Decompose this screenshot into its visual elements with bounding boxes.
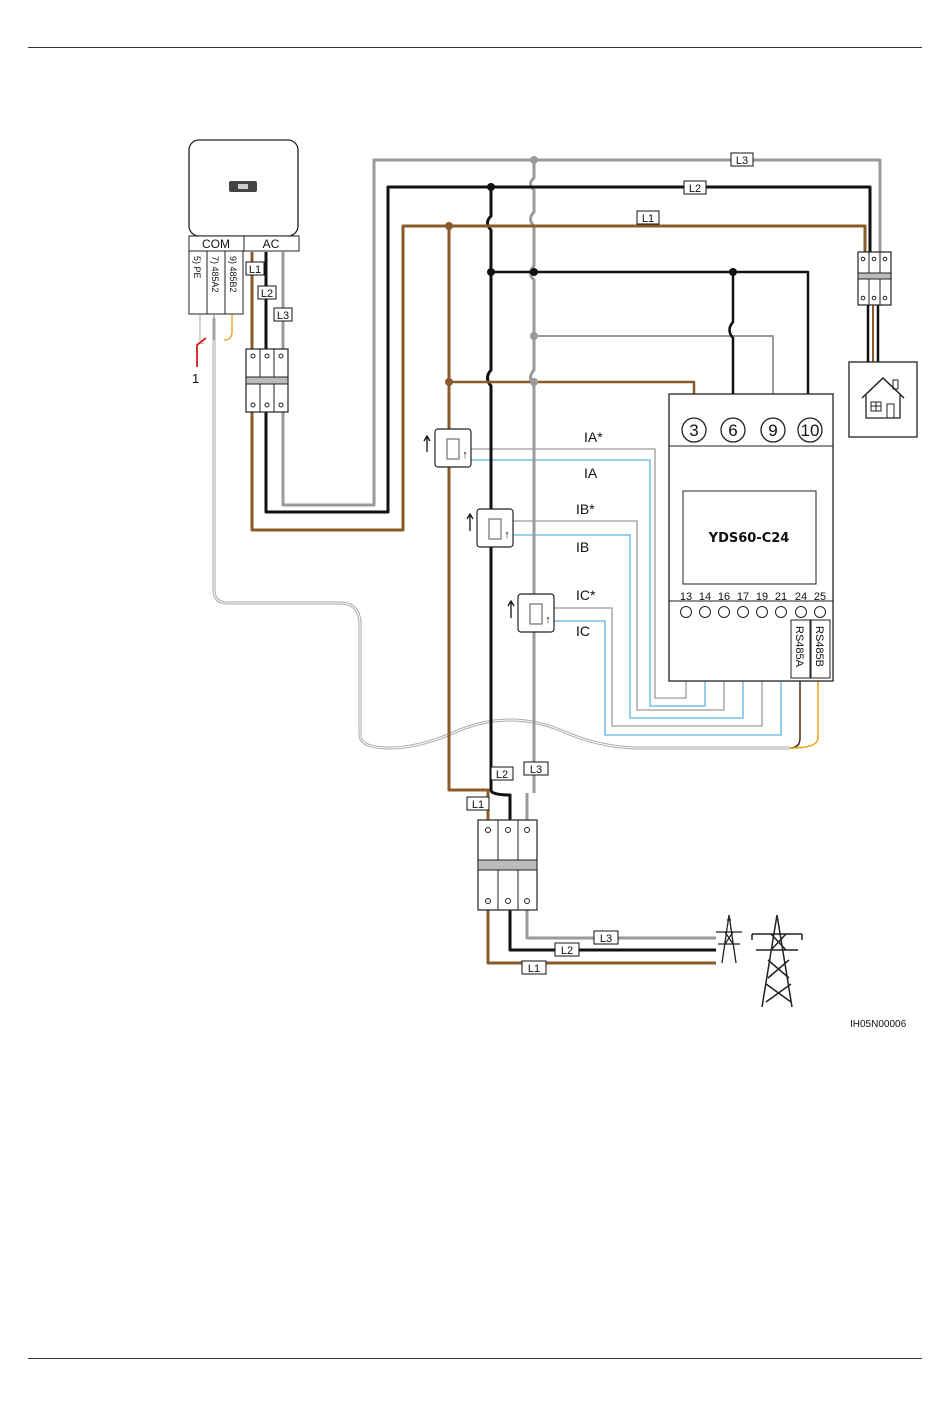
tag-l1-grid: L1 (472, 799, 484, 811)
terminal-3: 3 (689, 421, 698, 440)
com-pin-485b2: 9) 485B2 (228, 256, 238, 293)
figure-id: IH05N00006 (850, 1019, 906, 1030)
tag-l2-bottom: L2 (561, 945, 573, 957)
tag-l2-grid: L2 (496, 769, 508, 781)
terminal-9: 9 (768, 421, 777, 440)
com-label: COM (202, 237, 230, 251)
home-breaker (858, 252, 891, 305)
tag-l3-inv: L3 (277, 310, 289, 322)
tag-l1-bottom: L1 (528, 963, 540, 975)
rs485b-label: RS485B (813, 626, 825, 667)
tag-l3-top: L3 (736, 155, 748, 167)
ct-label-ia: IA (584, 465, 598, 481)
ct-sensor-c: ↑ (508, 594, 554, 632)
terminal-21: 21 (775, 591, 787, 603)
tag-l3-bottom: L3 (600, 933, 612, 945)
ct-label-ic-plus: IC* (576, 587, 596, 603)
ct-sensor-a: ↑ (424, 429, 471, 467)
terminal-17: 17 (737, 591, 749, 603)
callout-marker: 1 (192, 371, 199, 386)
terminal-19: 19 (756, 591, 768, 603)
tag-l1-inv: L1 (249, 264, 261, 276)
terminal-14: 14 (699, 591, 711, 603)
tag-l2-inv: L2 (261, 288, 273, 300)
ct-label-ia-plus: IA* (584, 429, 603, 445)
rs485a-label: RS485A (793, 626, 805, 668)
ct-sensor-b: ↑ (467, 509, 513, 547)
com-pin-485a2: 7) 485A2 (210, 256, 220, 293)
svg-text:↑: ↑ (504, 529, 510, 541)
terminal-6: 6 (728, 421, 737, 440)
ct-label-ib-plus: IB* (576, 501, 595, 517)
grid-breaker (478, 820, 537, 910)
large-pylon-icon (752, 915, 802, 1007)
tag-l2-top: L2 (689, 183, 701, 195)
house-icon (849, 362, 917, 437)
ct-label-ic: IC (576, 623, 590, 639)
terminal-25: 25 (814, 591, 826, 603)
ac-label: AC (263, 237, 280, 251)
small-pylon-icon (716, 915, 742, 963)
smart-meter: YDS60-C24 3 6 9 10 13 14 16 17 19 21 24 … (669, 394, 833, 681)
inverter-breaker (246, 349, 288, 412)
meter-model: YDS60-C24 (708, 531, 790, 546)
terminal-10: 10 (801, 421, 820, 440)
terminal-13: 13 (680, 591, 692, 603)
com-pin-pe: 5) PE (192, 256, 202, 279)
terminal-24: 24 (795, 591, 807, 603)
tag-l1-top: L1 (642, 213, 654, 225)
terminal-16: 16 (718, 591, 730, 603)
ct-label-ib: IB (576, 539, 589, 555)
tag-l3-grid: L3 (530, 764, 542, 776)
svg-text:↑: ↑ (545, 614, 551, 626)
svg-text:↑: ↑ (462, 449, 468, 461)
